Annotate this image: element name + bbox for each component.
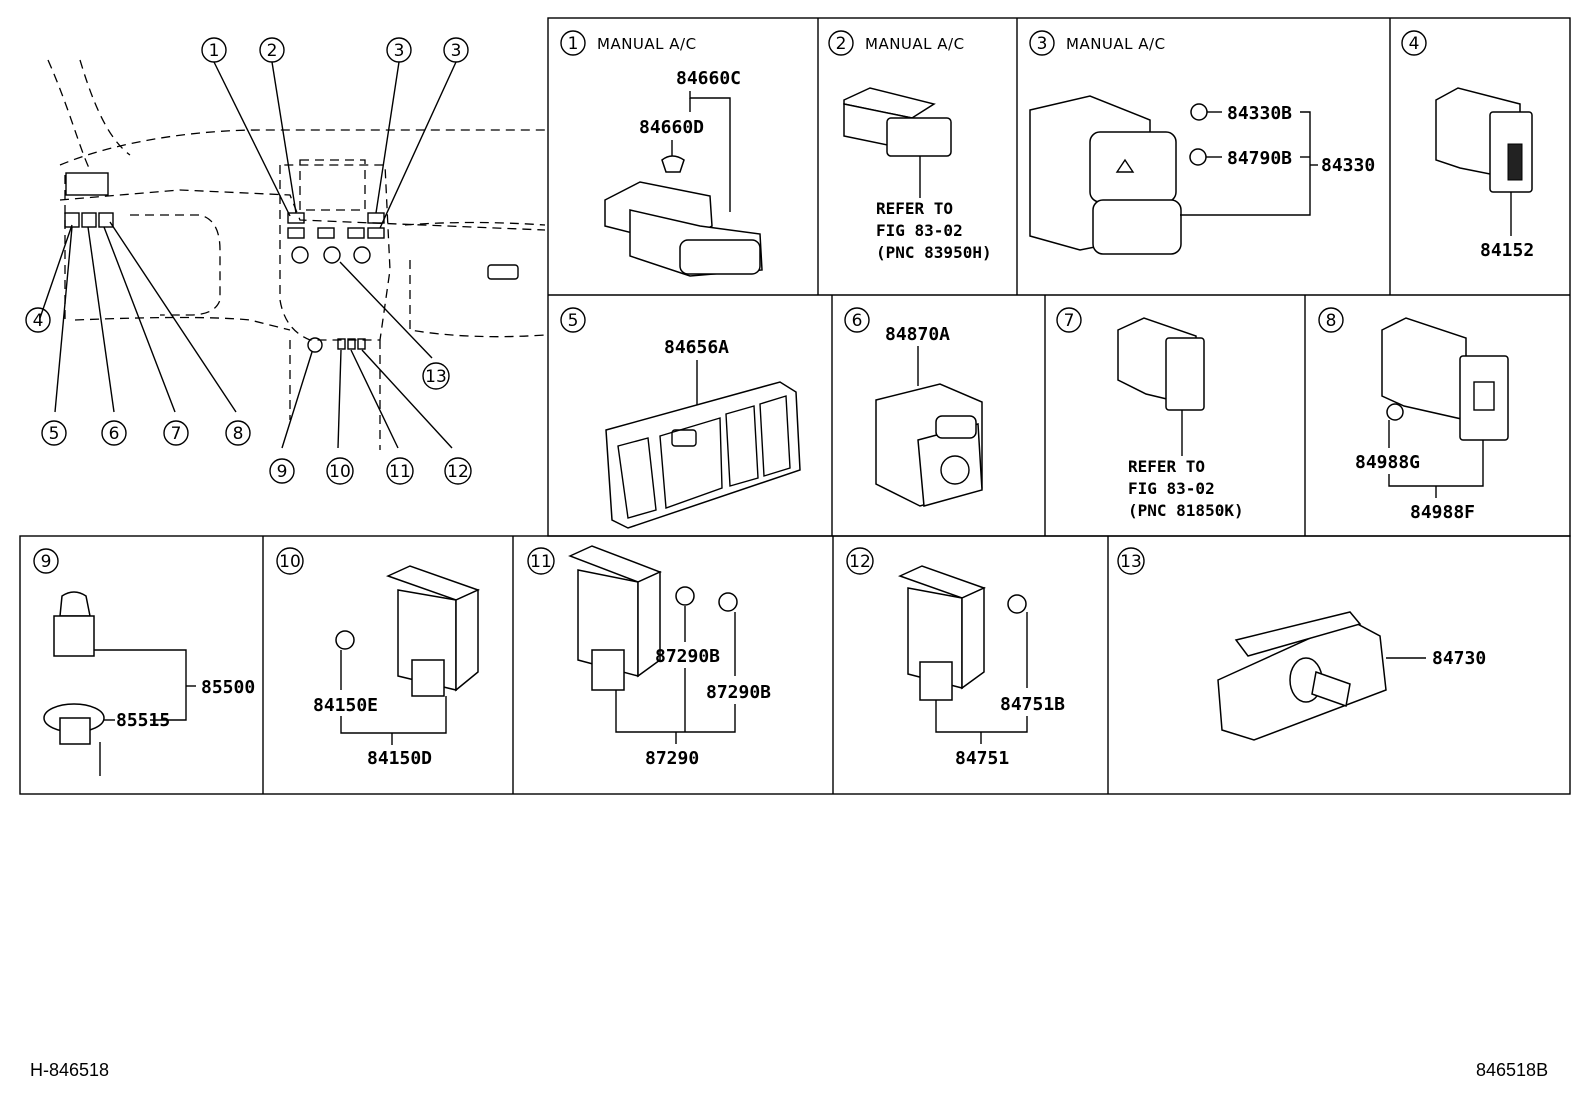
part-84870A[interactable]: 84870A [885,324,950,345]
svg-text:8: 8 [233,424,244,444]
panel-3: 3 MANUAL A/C 84330B 84790B 84330 [1029,30,1375,255]
panel-1-number: 1 [568,34,579,54]
panel-9: 9 85500 85515 [33,548,255,776]
panel-2-note-line2: FIG 83-02 [876,221,963,240]
panel-13: 13 84730 [1117,547,1486,741]
footer-left-id: H-846518 [30,1060,110,1080]
part-85500[interactable]: 85500 [201,677,255,698]
part-84330B[interactable]: 84330B [1227,103,1292,124]
panel-1: 1 MANUAL A/C 84660C 84660D [560,30,763,277]
overview-callout-2[interactable]: 2 [259,37,285,63]
part-84790B[interactable]: 84790B [1227,148,1292,169]
panel-7-number: 7 [1064,311,1075,331]
panel-1-header: MANUAL A/C [597,35,697,53]
part-85515[interactable]: 85515 [116,710,170,731]
svg-text:7: 7 [171,424,182,444]
overview-callout-9[interactable]: 9 [269,458,295,484]
svg-text:2: 2 [267,41,278,61]
panel-6-number: 6 [852,311,863,331]
panel-11: 11 87290B 87290B 87290 [527,545,771,769]
svg-text:4: 4 [33,311,44,331]
panel-10-number: 10 [279,552,301,572]
panel-12-number: 12 [849,552,871,572]
panel-5: 5 84656A [560,307,801,529]
part-84150E[interactable]: 84150E [313,695,378,716]
panel-7-note-line3: (PNC 81850K) [1128,501,1244,520]
panel-3-header: MANUAL A/C [1066,35,1166,53]
svg-text:6: 6 [109,424,120,444]
panel-4-number: 4 [1409,34,1420,54]
panel-2-note-line1: REFER TO [876,199,953,218]
panel-7-note-line1: REFER TO [1128,457,1205,476]
overview-callout-3b[interactable]: 3 [443,37,469,63]
part-84730[interactable]: 84730 [1432,648,1486,669]
svg-text:13: 13 [425,367,447,387]
overview-callout-6[interactable]: 6 [101,420,127,446]
panel-6: 6 84870A [844,307,983,507]
part-84660C[interactable]: 84660C [676,68,741,89]
part-84330[interactable]: 84330 [1321,155,1375,176]
overview-callout-11[interactable]: 11 [386,457,414,485]
overview-callout-1[interactable]: 1 [201,37,227,63]
svg-text:3: 3 [451,41,462,61]
panel-8-number: 8 [1326,311,1337,331]
svg-text:5: 5 [49,424,60,444]
panel-2-note-line3: (PNC 83950H) [876,243,992,262]
part-84988G[interactable]: 84988G [1355,452,1420,473]
svg-text:10: 10 [329,462,351,482]
panel-2-header: MANUAL A/C [865,35,965,53]
overview-callout-10[interactable]: 10 [326,457,354,485]
part-84150D[interactable]: 84150D [367,748,432,769]
part-84152[interactable]: 84152 [1480,240,1534,261]
panel-10: 10 84150E 84150D [276,547,481,769]
part-87290[interactable]: 87290 [645,748,699,769]
overview-callout-3a[interactable]: 3 [386,37,412,63]
svg-text:12: 12 [447,462,469,482]
part-84660D[interactable]: 84660D [639,117,704,138]
svg-text:9: 9 [277,462,288,482]
panel-11-number: 11 [530,552,552,572]
part-87290B-a[interactable]: 87290B [655,646,720,667]
part-84751[interactable]: 84751 [955,748,1009,769]
panel-5-number: 5 [568,311,579,331]
panel-3-number: 3 [1037,34,1048,54]
overview-callout-5[interactable]: 5 [41,420,67,446]
part-84656A[interactable]: 84656A [664,337,729,358]
svg-text:1: 1 [209,41,220,61]
overview-callout-8[interactable]: 8 [225,420,251,446]
part-87290B-b[interactable]: 87290B [706,682,771,703]
panel-8: 8 84988G 84988F [1318,307,1509,523]
panel-4: 4 84152 [1401,30,1534,261]
svg-text:3: 3 [394,41,405,61]
panel-9-number: 9 [41,552,52,572]
panel-7-note-line2: FIG 83-02 [1128,479,1215,498]
overview-callout-13[interactable]: 13 [422,362,450,390]
panel-2: 2 MANUAL A/C REFER TO FIG 83-02 (PNC 839… [828,30,992,262]
overview-callout-7[interactable]: 7 [163,420,189,446]
panel-2-number: 2 [836,34,847,54]
part-84751B[interactable]: 84751B [1000,694,1065,715]
dashboard-overview [39,59,546,450]
part-84988F[interactable]: 84988F [1410,502,1475,523]
overview-callout-4[interactable]: 4 [25,307,51,333]
footer-right-id: 846518B [1476,1060,1549,1080]
panel-13-number: 13 [1120,552,1142,572]
panel-12: 12 84751B 84751 [846,547,1065,769]
svg-text:11: 11 [389,462,411,482]
panel-7: 7 REFER TO FIG 83-02 (PNC 81850K) [1056,307,1244,520]
panel-grid [19,17,1571,795]
overview-callout-12[interactable]: 12 [444,457,472,485]
